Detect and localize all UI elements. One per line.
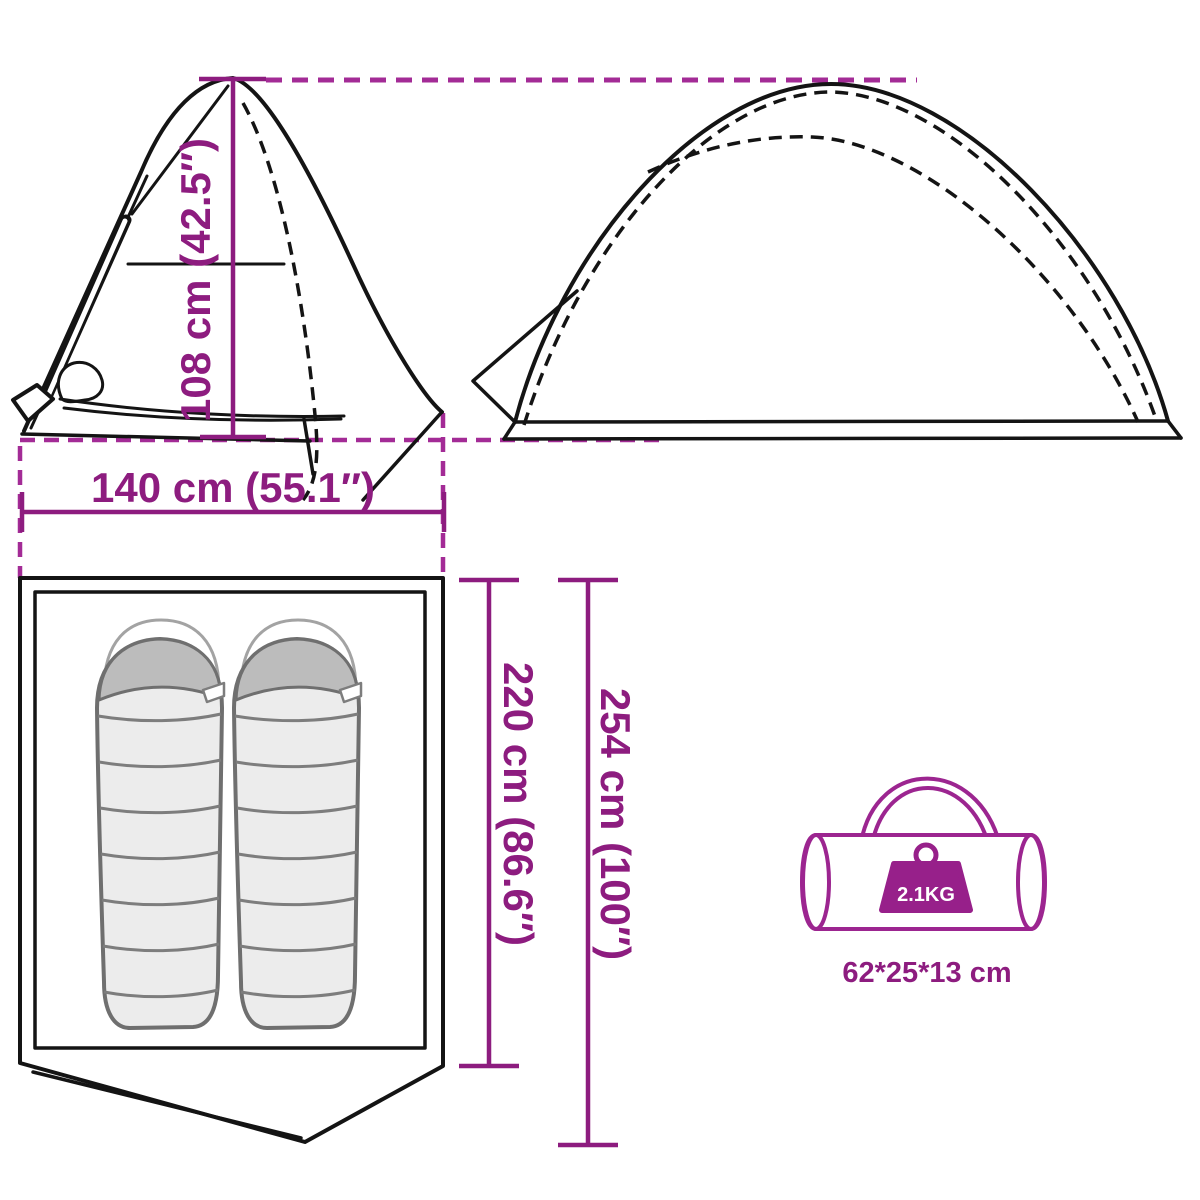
dome-outline	[513, 82, 1170, 424]
sleeping-bag-band	[237, 850, 358, 861]
inner-tent-dashed-line	[241, 102, 319, 502]
tent-stake-loop	[57, 360, 105, 404]
tent-outline	[22, 76, 444, 433]
sleeping-bag-zipper-tab	[338, 681, 363, 704]
dome-vestibule-flap	[471, 289, 579, 424]
dome-groundsheet-line	[502, 436, 1183, 441]
tent-hem-line-2	[62, 406, 343, 422]
dome-pole-dashed-1	[522, 90, 1159, 426]
total-length-dimension: 254 cm (100″)	[558, 577, 639, 1148]
total-length-label: 254 cm (100″)	[592, 688, 639, 960]
tent-ground-line	[20, 432, 312, 443]
sleeping-bag-band	[238, 896, 357, 907]
height-dimension-label: 108 cm (42.5″)	[172, 138, 219, 422]
dome-pole-dashed-2	[647, 135, 1140, 423]
floor-plan	[18, 576, 445, 1144]
sleeping-bag-band	[101, 896, 220, 907]
sleeping-bag-band	[240, 988, 356, 999]
tent-front-view	[471, 82, 1183, 441]
sleeping-bag-band	[236, 804, 358, 815]
sleeping-bag-band	[103, 988, 219, 999]
tent-seam-line	[130, 84, 230, 216]
dome-base-line	[513, 419, 1170, 424]
sleeping-bag-right	[232, 618, 363, 1030]
sleeping-bag-left	[95, 618, 226, 1030]
sleeping-bag-hood	[234, 637, 360, 702]
sleeping-bag-band	[98, 758, 222, 769]
sleeping-bag-zipper-tab	[201, 681, 226, 704]
weight-icon-block	[879, 861, 973, 913]
door-flap-line-1	[302, 417, 315, 476]
carry-bag-right-end	[1016, 833, 1046, 931]
tent-side-view	[11, 76, 444, 502]
width-dimension-label: 140 cm (55.1″)	[91, 464, 375, 511]
carry-bag: 2.1KG 62*25*13 cm	[799, 776, 1048, 989]
sleeping-bag-band	[100, 850, 221, 861]
sleeping-bag-body	[95, 637, 224, 1030]
door-flap-line-2	[361, 411, 443, 502]
carry-bag-handle-inner	[870, 786, 991, 848]
floor-plan-outline	[18, 576, 445, 1144]
tent-hem-line-1	[58, 397, 346, 418]
sleeping-bag-band	[99, 804, 221, 815]
tent-pole-foot	[11, 383, 55, 423]
carry-bag-handle-outer	[859, 776, 1002, 847]
sleeping-bag-band	[235, 758, 359, 769]
width-dimension: 140 cm (55.1″)	[19, 464, 447, 532]
weight-icon: 2.1KG	[879, 842, 973, 913]
inner-length-label: 220 cm (86.6″)	[495, 662, 542, 946]
sleeping-bag-hood	[97, 637, 223, 702]
weight-label: 2.1KG	[897, 884, 955, 906]
sleeping-bag-band	[102, 942, 220, 953]
package-size-label: 62*25*13 cm	[842, 957, 1011, 989]
carry-bag-left-end	[801, 833, 831, 931]
sleeping-bag-body	[232, 637, 361, 1030]
sleeping-bag-band	[97, 712, 222, 723]
dome-groundsheet-left-edge	[502, 420, 517, 441]
sleeping-bag-band	[239, 942, 357, 953]
inner-length-dimension: 220 cm (86.6″)	[459, 577, 542, 1069]
dome-groundsheet-right-edge	[1166, 419, 1183, 440]
floor-plan-vestibule-double-line	[31, 1070, 303, 1140]
tent-pole-highlight	[44, 218, 128, 401]
height-dimension: 108 cm (42.5″)	[172, 76, 266, 440]
sleeping-bag-band	[234, 712, 359, 723]
floor-plan-inner-area	[33, 590, 427, 1050]
